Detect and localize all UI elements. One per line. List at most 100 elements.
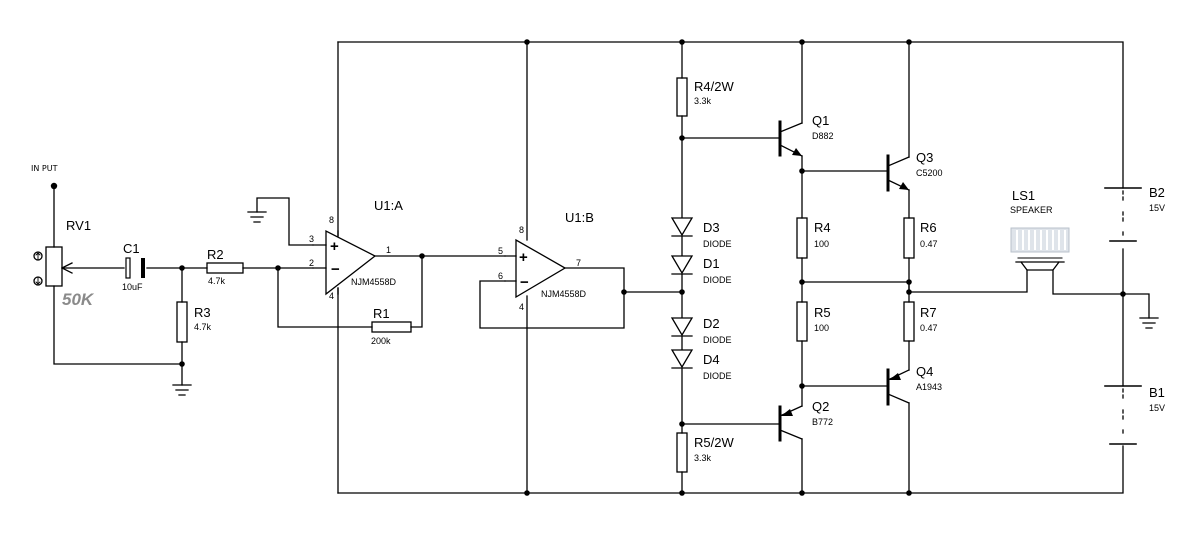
r4-2w-resistor: R4/2W 3.3k xyxy=(676,77,734,117)
u1b-part: NJM4558D xyxy=(541,289,587,299)
junction-dot xyxy=(679,421,685,427)
r4-body xyxy=(796,217,808,259)
r5-body xyxy=(796,301,808,342)
q4-transistor: Q4 A1943 xyxy=(886,364,942,406)
d1-ref: D1 xyxy=(703,256,720,271)
junction-dot xyxy=(179,265,185,271)
ls1-speaker: LS1 SPEAKER xyxy=(1010,188,1070,271)
u1a-pin-3: 3 xyxy=(309,234,314,244)
diode-d2: D2 DIODE xyxy=(670,316,732,345)
d4-value: DIODE xyxy=(703,371,732,381)
q3-emitter-arrow xyxy=(899,182,909,190)
junction-dot xyxy=(799,490,805,496)
r3-body xyxy=(176,301,188,343)
r5-2w-value: 3.3k xyxy=(694,453,712,463)
ls1-ref: LS1 xyxy=(1012,188,1035,203)
r1-value: 200k xyxy=(371,336,391,346)
q4-ref: Q4 xyxy=(916,364,933,379)
q3-transistor: Q3 C5200 xyxy=(886,150,943,192)
junction-dot xyxy=(799,383,805,389)
r1-resistor: R1 200k xyxy=(371,306,412,346)
input-label: IN PUT xyxy=(31,164,58,173)
d3-value: DIODE xyxy=(703,239,732,249)
wires xyxy=(53,41,1150,494)
q2-value: B772 xyxy=(812,417,833,427)
junction-dot xyxy=(906,490,912,496)
junction-dot xyxy=(679,39,685,45)
c1-capacitor: C1 10uF xyxy=(122,241,145,292)
r6-ref: R6 xyxy=(920,220,937,235)
q1-ref: Q1 xyxy=(812,113,829,128)
junction-dot xyxy=(679,135,685,141)
junction-dot xyxy=(679,490,685,496)
junction-dot xyxy=(621,289,627,295)
r5-2w-body xyxy=(676,432,688,473)
r6-value: 0.47 xyxy=(920,239,938,249)
r5-2w-resistor: R5/2W 3.3k xyxy=(676,432,734,473)
junction-dot xyxy=(799,168,805,174)
r5-value: 100 xyxy=(814,323,829,333)
r7-ref: R7 xyxy=(920,305,937,320)
u1a-pin-8: 8 xyxy=(329,215,334,225)
u1b-pin-6: 6 xyxy=(498,271,503,281)
rv1-value: 50K xyxy=(62,290,95,309)
u1a-plus-sign: + xyxy=(330,238,339,255)
u1b-pin-8: 8 xyxy=(519,225,524,235)
r5-ref: R5 xyxy=(814,305,831,320)
r6-resistor: R6 0.47 xyxy=(903,217,938,259)
r7-resistor: R7 0.47 xyxy=(903,301,938,342)
r7-value: 0.47 xyxy=(920,323,938,333)
r1-body xyxy=(371,321,412,333)
r4-ref: R4 xyxy=(814,220,831,235)
u1b-triangle xyxy=(515,238,567,299)
r6-body xyxy=(903,217,915,259)
r3-resistor: R3 4.7k xyxy=(176,301,212,343)
d3-ref: D3 xyxy=(703,220,720,235)
b1-value: 15V xyxy=(1149,403,1165,413)
junction-dot xyxy=(1120,291,1126,297)
r2-resistor: R2 4.7k xyxy=(206,247,244,286)
r3-value: 4.7k xyxy=(194,322,212,332)
pot-ccw-icon xyxy=(33,276,43,286)
d2-value: DIODE xyxy=(703,335,732,345)
d1-triangle xyxy=(670,255,694,275)
b2-ref: B2 xyxy=(1149,185,1165,200)
b1-ref: B1 xyxy=(1149,385,1165,400)
u1a-pin-2: 2 xyxy=(309,258,314,268)
d3-triangle xyxy=(670,217,694,237)
u1b-opamp: + − 8 5 6 7 4 U1:B NJM4558D xyxy=(498,210,594,312)
ls1-value: SPEAKER xyxy=(1010,205,1053,215)
ground-icon-supply xyxy=(1139,317,1159,329)
pot-body xyxy=(45,246,63,287)
q4-emitter-arrow xyxy=(889,373,901,380)
u1b-ref: U1:B xyxy=(565,210,594,225)
junction-dot xyxy=(799,39,805,45)
junction-dot xyxy=(906,279,912,285)
input-pin xyxy=(50,182,58,190)
r2-body xyxy=(206,262,244,274)
diode-d3: D3 DIODE xyxy=(670,217,732,249)
r4-2w-ref: R4/2W xyxy=(694,79,734,94)
q2-ref: Q2 xyxy=(812,399,829,414)
rv1-potentiometer: RV1 50K xyxy=(33,218,95,309)
c1-plate-positive xyxy=(125,257,131,279)
pot-cw-icon xyxy=(33,251,43,261)
u1b-plus-sign: + xyxy=(519,249,528,266)
junction-dots xyxy=(179,39,1126,496)
r2-value: 4.7k xyxy=(208,276,226,286)
c1-value: 10uF xyxy=(122,282,143,292)
c1-ref: C1 xyxy=(123,241,140,256)
u1a-ref: U1:A xyxy=(374,198,403,213)
q1-transistor: Q1 D882 xyxy=(778,113,834,157)
u1a-opamp: + − 8 3 2 1 4 U1:A NJM4558D xyxy=(309,198,403,301)
junction-dot xyxy=(419,253,425,259)
u1a-minus-sign: − xyxy=(331,261,340,278)
r4-2w-value: 3.3k xyxy=(694,96,712,106)
d1-value: DIODE xyxy=(703,275,732,285)
q4-value: A1943 xyxy=(916,382,942,392)
u1b-minus-sign: − xyxy=(520,274,529,291)
d4-ref: D4 xyxy=(703,352,720,367)
u1a-triangle xyxy=(325,229,377,296)
u1b-pin-7: 7 xyxy=(576,258,581,268)
